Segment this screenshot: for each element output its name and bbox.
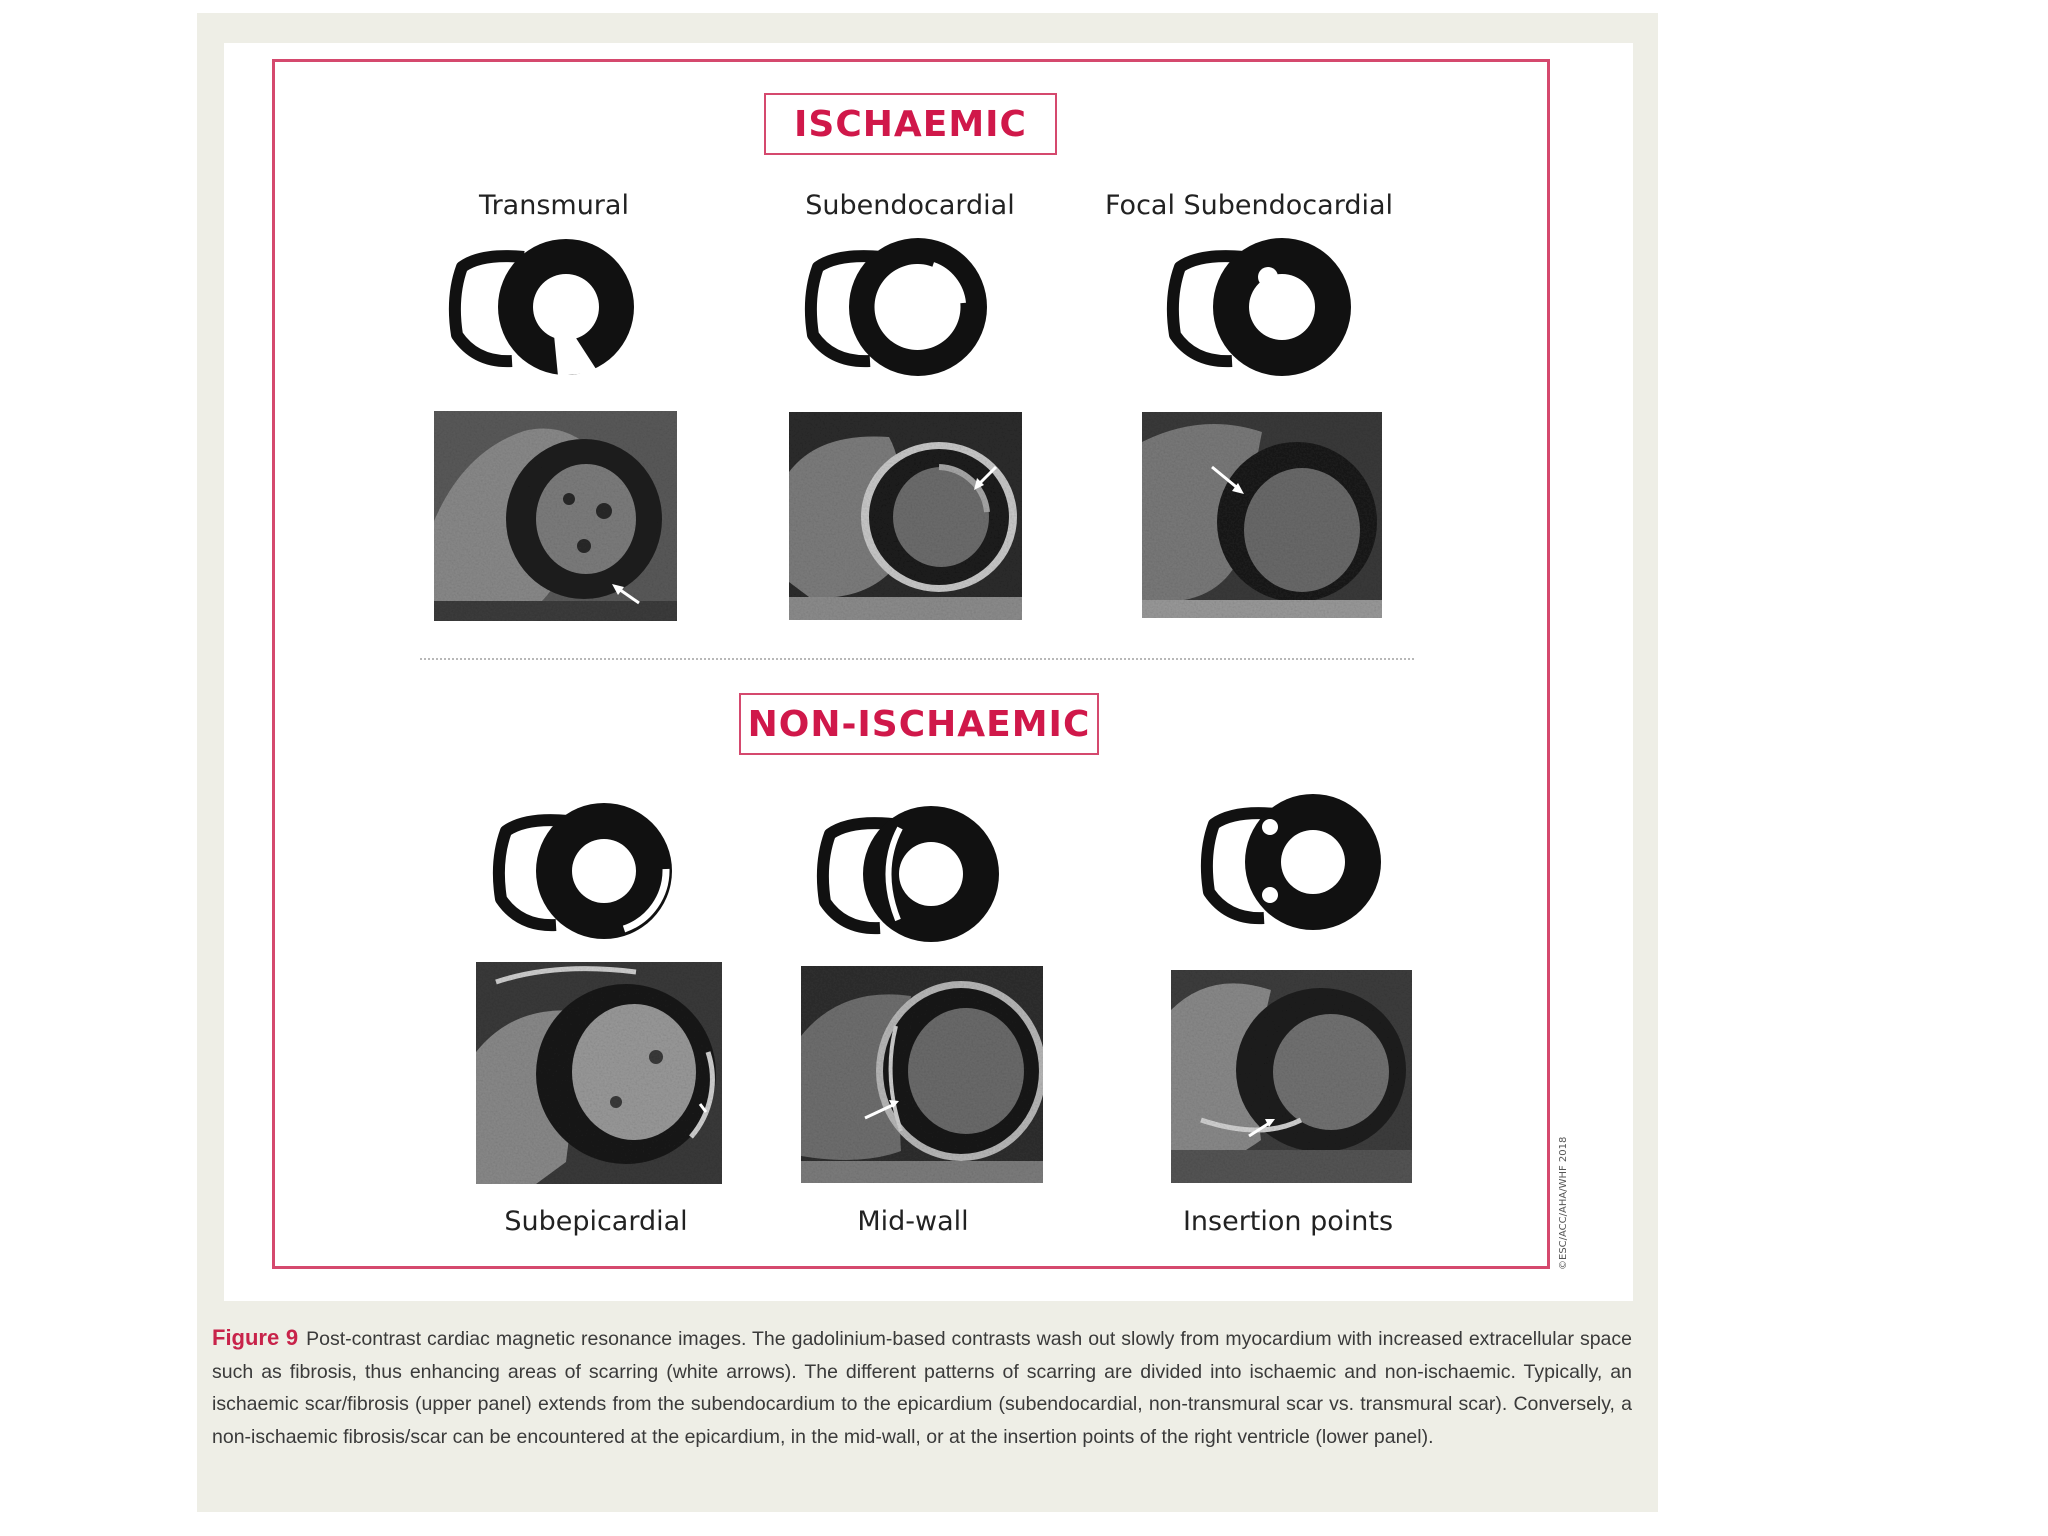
- non-ischaemic-heading: NON-ISCHAEMIC: [739, 693, 1099, 755]
- label-subepicardial: Subepicardial: [504, 1206, 688, 1237]
- subendocardial-mri-image: [789, 412, 1022, 620]
- mid-wall-mri-image: [801, 966, 1043, 1183]
- transmural-mri-image: [434, 411, 677, 621]
- caption-text: Post-contrast cardiac magnetic resonance…: [212, 1328, 1632, 1448]
- label-mid-wall: Mid-wall: [857, 1206, 969, 1237]
- label-subendocardial: Subendocardial: [805, 190, 1015, 221]
- subendocardial-diagram: [804, 238, 987, 376]
- insertion-points-diagram: [1200, 794, 1381, 930]
- copyright-notice: ©ESC/ACC/AHA/WHF 2018: [1558, 1136, 1569, 1270]
- focal-subendocardial-diagram: [1166, 238, 1351, 376]
- focal-subendocardial-mri-image: [1142, 412, 1382, 618]
- mid-wall-diagram: [816, 806, 999, 942]
- insertion-points-mri-image: [1171, 970, 1412, 1183]
- subepicardial-diagram: [492, 803, 672, 939]
- label-insertion-points: Insertion points: [1182, 1206, 1394, 1237]
- ischaemic-heading: ISCHAEMIC: [764, 93, 1057, 155]
- figure-number: Figure 9: [212, 1325, 299, 1350]
- figure-frame: [272, 59, 1550, 1269]
- label-focal-subendocardial: Focal Subendocardial: [1104, 190, 1394, 221]
- label-transmural: Transmural: [479, 190, 629, 221]
- subepicardial-mri-image: [476, 962, 722, 1184]
- section-divider: [420, 658, 1414, 660]
- transmural-diagram: [448, 239, 634, 376]
